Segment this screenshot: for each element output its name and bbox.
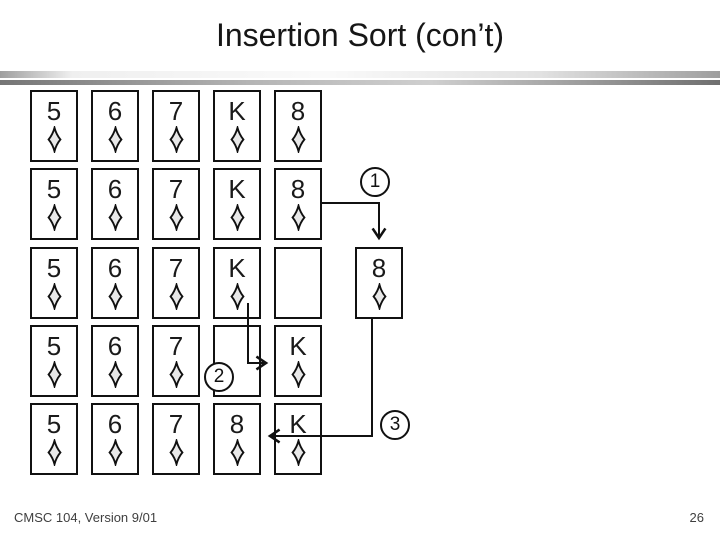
footer-course-label: CMSC 104, Version 9/01 bbox=[14, 510, 158, 525]
title-separator-top bbox=[0, 71, 720, 78]
card-row-5: 5 6 7 8 K bbox=[30, 403, 322, 475]
card-6-diamonds: 6 bbox=[91, 247, 139, 319]
card-slot-empty bbox=[274, 247, 322, 319]
card-5-diamonds: 5 bbox=[30, 247, 78, 319]
card-rank: 6 bbox=[107, 96, 123, 126]
card-6-diamonds: 6 bbox=[91, 403, 139, 475]
card-7-diamonds: 7 bbox=[152, 168, 200, 240]
card-5-diamonds: 5 bbox=[30, 403, 78, 475]
card-8-diamonds: 8 bbox=[274, 168, 322, 240]
card-rank: 5 bbox=[46, 174, 62, 204]
card-rank: K bbox=[228, 253, 246, 283]
card-row-4: 5 6 7 K bbox=[30, 325, 322, 397]
card-7-diamonds: 7 bbox=[152, 90, 200, 162]
card-rank: K bbox=[289, 331, 307, 361]
card-rank: 7 bbox=[168, 96, 184, 126]
diamond-icon bbox=[46, 126, 62, 153]
diamond-icon bbox=[46, 361, 62, 388]
card-rank: 6 bbox=[107, 331, 123, 361]
card-row-2: 5 6 7 K 8 bbox=[30, 168, 322, 240]
card-7-diamonds: 7 bbox=[152, 247, 200, 319]
card-rank: 7 bbox=[168, 174, 184, 204]
diamond-icon bbox=[46, 439, 62, 466]
card-8-diamonds: 8 bbox=[213, 403, 261, 475]
card-rank: 7 bbox=[168, 409, 184, 439]
diamond-icon bbox=[371, 283, 387, 310]
diamond-icon bbox=[229, 204, 245, 231]
card-5-diamonds: 5 bbox=[30, 325, 78, 397]
card-rank: 8 bbox=[290, 96, 306, 126]
card-6-diamonds: 6 bbox=[91, 90, 139, 162]
card-5-diamonds: 5 bbox=[30, 168, 78, 240]
step-3-marker: 3 bbox=[380, 410, 410, 440]
card-k-diamonds: K bbox=[213, 90, 261, 162]
card-rank: K bbox=[228, 174, 246, 204]
diamond-icon bbox=[290, 439, 306, 466]
diamond-icon bbox=[107, 126, 123, 153]
diamond-icon bbox=[229, 126, 245, 153]
card-6-diamonds: 6 bbox=[91, 168, 139, 240]
step-1-marker: 1 bbox=[360, 167, 390, 197]
card-7-diamonds: 7 bbox=[152, 325, 200, 397]
page-number: 26 bbox=[689, 510, 704, 525]
arrow-step-1 bbox=[320, 202, 387, 241]
card-rank: 5 bbox=[46, 96, 62, 126]
diamond-icon bbox=[229, 439, 245, 466]
diamond-icon bbox=[168, 439, 184, 466]
card-8-diamonds-detached: 8 bbox=[355, 247, 403, 319]
card-rank: 5 bbox=[46, 409, 62, 439]
card-rank: 8 bbox=[229, 409, 245, 439]
card-rank: K bbox=[289, 409, 307, 439]
card-rank: K bbox=[228, 96, 246, 126]
card-8-diamonds: 8 bbox=[274, 90, 322, 162]
diamond-icon bbox=[46, 204, 62, 231]
diamond-icon bbox=[229, 283, 245, 310]
card-k-diamonds: K bbox=[213, 168, 261, 240]
diamond-icon bbox=[290, 204, 306, 231]
diamond-icon bbox=[290, 126, 306, 153]
card-rank: 6 bbox=[107, 253, 123, 283]
card-k-diamonds: K bbox=[213, 247, 261, 319]
diamond-icon bbox=[168, 361, 184, 388]
card-6-diamonds: 6 bbox=[91, 325, 139, 397]
diamond-icon bbox=[290, 361, 306, 388]
title-separator-bottom bbox=[0, 80, 720, 85]
card-row-3: 5 6 7 K bbox=[30, 247, 322, 319]
card-k-diamonds: K bbox=[274, 403, 322, 475]
diamond-icon bbox=[107, 204, 123, 231]
card-rank: 5 bbox=[46, 253, 62, 283]
slide-title: Insertion Sort (con’t) bbox=[215, 17, 505, 53]
diamond-icon bbox=[107, 439, 123, 466]
diamond-icon bbox=[46, 283, 62, 310]
step-2-marker: 2 bbox=[204, 362, 234, 392]
diamond-icon bbox=[168, 204, 184, 231]
card-rank: 8 bbox=[371, 253, 387, 283]
card-rank: 6 bbox=[107, 174, 123, 204]
card-7-diamonds: 7 bbox=[152, 403, 200, 475]
card-rank: 5 bbox=[46, 331, 62, 361]
diamond-icon bbox=[168, 283, 184, 310]
card-rank: 7 bbox=[168, 253, 184, 283]
diamond-icon bbox=[168, 126, 184, 153]
diamond-icon bbox=[107, 283, 123, 310]
card-row-1: 5 6 7 K 8 bbox=[30, 90, 322, 162]
card-k-diamonds: K bbox=[274, 325, 322, 397]
card-rank: 8 bbox=[290, 174, 306, 204]
card-5-diamonds: 5 bbox=[30, 90, 78, 162]
diamond-icon bbox=[107, 361, 123, 388]
card-rank: 7 bbox=[168, 331, 184, 361]
card-rank: 6 bbox=[107, 409, 123, 439]
